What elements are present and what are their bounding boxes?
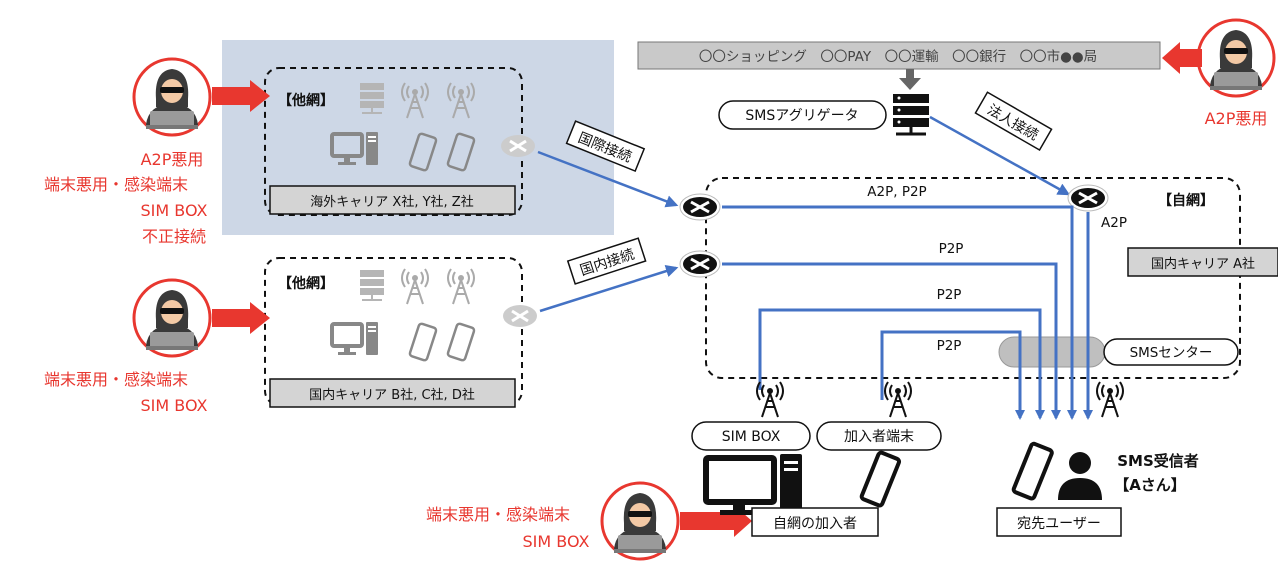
enterprises-bar <box>637 41 1161 70</box>
sms-center-label-box <box>1103 338 1239 366</box>
domestic-phone-icon-2 <box>445 321 477 363</box>
terminal-label: 加入者端末 <box>844 429 914 445</box>
subscriber-pc-icon <box>703 454 802 516</box>
route-p2p-label-2: P2P <box>937 287 962 303</box>
attacker-bottom-icon <box>600 481 680 561</box>
recipient-box-label: 宛先ユーザー <box>1017 516 1101 532</box>
route-p2p-label-1: P2P <box>939 241 964 257</box>
domestic-gateway-icon-own <box>678 249 722 279</box>
corporate-gateway-icon <box>1066 183 1110 213</box>
attacker-top-right-icon <box>1196 18 1276 98</box>
domestic-network-label: 【他網】 <box>278 275 334 292</box>
own-carrier-text: 国内キャリア A社 <box>1151 256 1255 272</box>
domestic-pc-icon <box>330 320 380 357</box>
attacker-top-left-line4: 不正接続 <box>142 227 206 246</box>
terminal-tower-icon <box>884 381 912 418</box>
domestic-server-icon <box>359 269 385 301</box>
overseas-carrier-text: 海外キャリア X社, Y社, Z社 <box>310 194 473 210</box>
subscriber-phone-icon <box>859 450 902 508</box>
aggregator-box <box>718 100 887 130</box>
overseas-carrier-box <box>269 185 516 215</box>
terminal-label-box <box>816 421 942 451</box>
route-a2p-p2p-label: A2P, P2P <box>867 184 926 200</box>
attacker-mid-left-icon <box>132 278 212 358</box>
own-carrier-box <box>1127 247 1278 277</box>
recipient-tower-icon <box>1096 381 1124 418</box>
domestic-phone-icon-1 <box>407 321 439 363</box>
attacker-top-left-line3: SIM BOX <box>141 201 208 220</box>
route-a2p-label: A2P <box>1101 215 1127 231</box>
international-gateway-icon <box>678 192 722 222</box>
route-p2p-label-3: P2P <box>937 338 962 354</box>
recipient-name: 【Aさん】 <box>1114 476 1186 494</box>
attacker-top-left-line1: A2P悪用 <box>141 150 204 169</box>
corporate-connection-box <box>974 91 1053 152</box>
domestic-carrier-text: 国内キャリア B社, C社, D社 <box>309 387 475 403</box>
sim-box-label: SIM BOX <box>722 429 781 445</box>
attacker-mid-left-line1: 端末悪用・感染端末 <box>44 370 188 389</box>
recipient-person-icon <box>1058 452 1102 500</box>
overseas-gateway-icon <box>499 133 537 159</box>
recipient-box <box>996 507 1122 537</box>
domestic-tower-icon-1 <box>401 268 429 305</box>
sim-box-label-box <box>691 421 811 451</box>
domestic-tower-icon-2 <box>447 268 475 305</box>
recipient-phone-icon <box>1011 441 1054 501</box>
sms-center-label: SMSセンター <box>1130 345 1213 361</box>
attacker-bottom-line1: 端末悪用・感染端末 <box>426 505 570 524</box>
domestic-gateway-icon <box>501 303 539 329</box>
attacker-mid-left-line2: SIM BOX <box>141 396 208 415</box>
attacker-top-right-label: A2P悪用 <box>1205 109 1268 128</box>
overseas-network-label: 【他網】 <box>278 92 334 109</box>
own-network-label: 【自網】 <box>1158 192 1214 209</box>
aggregator-server-icon <box>893 94 929 136</box>
attacker-bottom-line2: SIM BOX <box>523 532 590 551</box>
aggregator-label: SMSアグリゲータ <box>745 108 858 124</box>
attacker-top-left-line2: 端末悪用・感染端末 <box>44 175 188 194</box>
own-subscriber-label: 自網の加入者 <box>773 516 857 532</box>
own-subscriber-box <box>751 507 879 537</box>
domestic-connection-box <box>566 237 647 285</box>
international-connection-box <box>565 120 646 173</box>
attacker-top-left-icon <box>132 57 212 137</box>
enterprises-text: 〇〇ショッピング 〇〇PAY 〇〇運輸 〇〇銀行 〇〇市●●局 <box>699 48 1097 65</box>
recipient-title: SMS受信者 <box>1117 452 1199 470</box>
domestic-carrier-box <box>269 378 516 408</box>
own-network-box <box>705 177 1241 379</box>
